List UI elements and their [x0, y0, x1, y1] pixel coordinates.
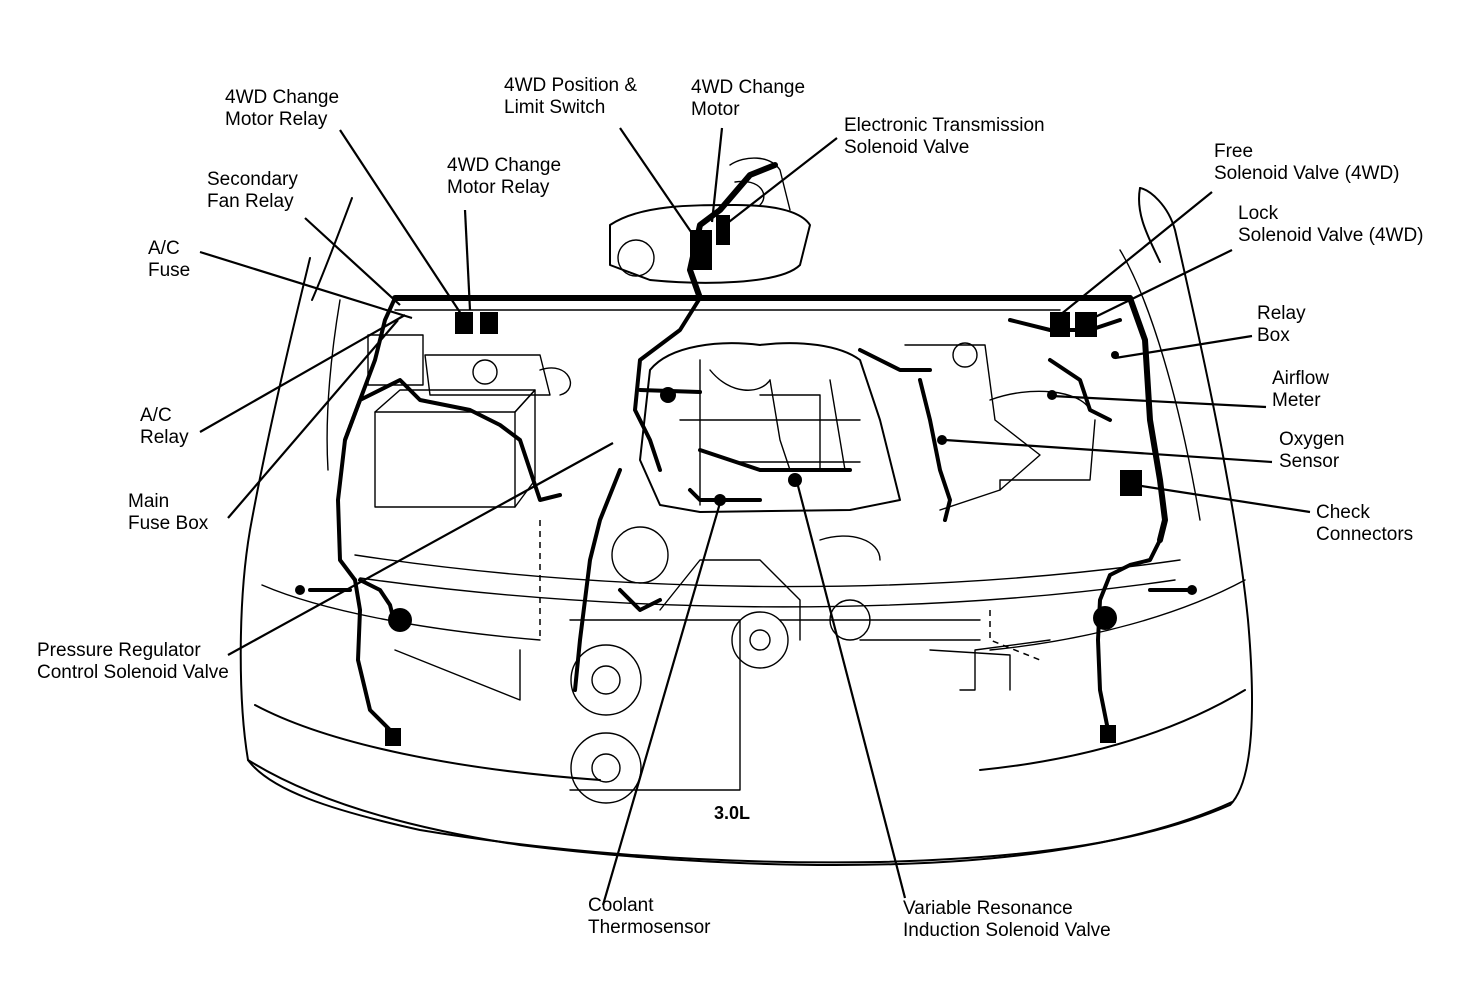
label-main-fuse-box: Main Fuse Box [128, 491, 208, 535]
leader-motor-relay-center [463, 209, 472, 311]
label-pressure-regulator-control-solenoid-valve: Pressure Regulator Control Solenoid Valv… [37, 640, 229, 684]
vehicle-body-outline [239, 187, 1254, 867]
leader-free-solenoid [1059, 191, 1213, 316]
leader-main-fuse-box [227, 319, 399, 519]
battery-area [367, 334, 571, 508]
label-line: Meter [1272, 390, 1321, 411]
label-coolant-thermosensor: Coolant Thermosensor [588, 895, 711, 939]
label-line: Relay [140, 427, 189, 448]
label-line: Solenoid Valve [844, 137, 970, 158]
label-line: Airflow [1272, 368, 1330, 389]
label-line: Motor [691, 99, 740, 120]
leader-lock-solenoid [1084, 249, 1233, 323]
leader-airflow-meter [1051, 394, 1267, 409]
label-line: Fuse [148, 260, 191, 281]
label-line: Motor Relay [225, 109, 328, 130]
leader-variable-resonance [795, 481, 907, 899]
label-line: Coolant [588, 895, 654, 916]
label-line: Free [1214, 141, 1254, 162]
label-line: Fan Relay [207, 191, 294, 212]
label-line: Secondary [207, 169, 298, 190]
label-line: Lock [1238, 203, 1279, 224]
leader-lines [199, 127, 1311, 906]
label-line: 4WD Position & [504, 75, 638, 96]
label-line: Control Solenoid Valve [37, 662, 229, 683]
label-line: Relay [1257, 303, 1306, 324]
label-line: Main [128, 491, 170, 512]
label-line: Pressure Regulator [37, 640, 201, 661]
leader-coolant-thermosensor [601, 502, 722, 906]
leader-pressure-regulator [227, 442, 614, 656]
label-secondary-fan-relay: Secondary Fan Relay [207, 169, 298, 213]
label-line: Solenoid Valve (4WD) [1214, 163, 1400, 184]
label-relay-box: Relay Box [1257, 303, 1306, 347]
leader-check-connectors [1134, 483, 1311, 514]
label-line: 4WD Change [447, 155, 562, 176]
leader-ac-relay [199, 314, 406, 433]
label-line: Limit Switch [504, 97, 606, 118]
engine-size-badge: 3.0L [714, 803, 751, 823]
label-lock-solenoid-valve-4wd: Lock Solenoid Valve (4WD) [1238, 203, 1424, 247]
label-line: A/C [140, 405, 172, 426]
wiring-harness [295, 162, 1197, 746]
label-line: 4WD Change [691, 77, 806, 98]
label-line: Sensor [1279, 451, 1340, 472]
label-ac-relay: A/C Relay [140, 405, 189, 449]
label-line: Connectors [1316, 524, 1414, 545]
label-line: Thermosensor [588, 917, 711, 938]
engine-block [539, 157, 1096, 804]
label-4wd-change-motor-relay-left: 4WD Change Motor Relay [225, 87, 339, 131]
leader-secondary-fan-relay [304, 217, 401, 306]
label-check-connectors: Check Connectors [1316, 502, 1413, 546]
label-line: Induction Solenoid Valve [903, 920, 1111, 941]
label-4wd-change-motor-relay-center: 4WD Change Motor Relay [447, 155, 561, 199]
leader-relay-box [1114, 334, 1253, 360]
label-line: Box [1257, 325, 1290, 346]
label-free-solenoid-valve-4wd: Free Solenoid Valve (4WD) [1214, 141, 1400, 185]
label-ac-fuse: A/C Fuse [148, 238, 190, 282]
label-line: Electronic Transmission [844, 115, 1045, 136]
label-line: Oxygen [1279, 429, 1345, 450]
leader-ac-fuse [199, 250, 413, 320]
label-oxygen-sensor: Oxygen Sensor [1279, 429, 1344, 473]
label-line: Variable Resonance [903, 898, 1073, 919]
label-line: A/C [148, 238, 180, 259]
label-line: Check [1316, 502, 1370, 523]
label-4wd-position-limit-switch: 4WD Position & Limit Switch [504, 75, 637, 119]
label-line: 4WD Change [225, 87, 340, 108]
leader-oxygen-sensor [944, 438, 1273, 464]
leader-position-limit-switch [619, 127, 701, 246]
label-line: Fuse Box [128, 513, 209, 534]
label-electronic-transmission-solenoid-valve: Electronic Transmission Solenoid Valve [844, 115, 1045, 159]
label-line: Solenoid Valve (4WD) [1238, 225, 1424, 246]
label-airflow-meter: Airflow Meter [1272, 368, 1329, 412]
label-4wd-change-motor: 4WD Change Motor [691, 77, 805, 121]
leader-transmission-solenoid [724, 137, 838, 226]
leader-motor-relay-left [339, 129, 466, 321]
label-line: Motor Relay [447, 177, 550, 198]
leader-change-motor [710, 127, 724, 223]
label-variable-resonance-induction-solenoid-valve: Variable Resonance Induction Solenoid Va… [903, 898, 1111, 942]
